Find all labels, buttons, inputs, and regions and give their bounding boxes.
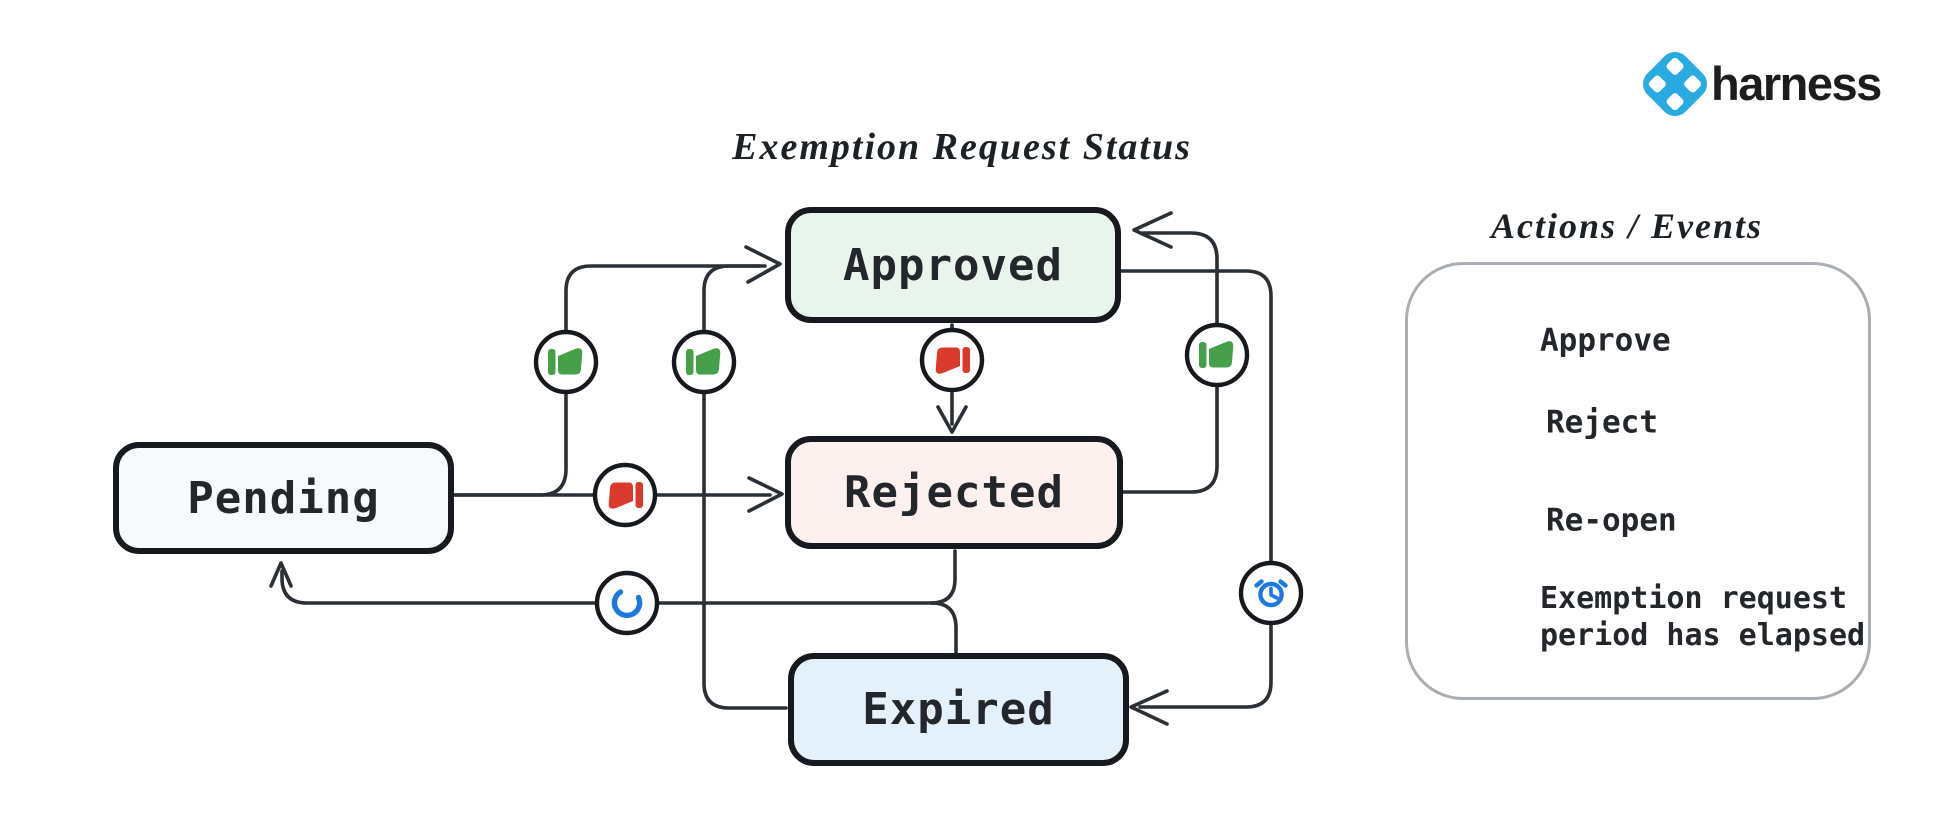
arrowhead-into-expired-right: [1129, 689, 1169, 726]
harness-wordmark: harness: [1711, 57, 1882, 110]
legend-panel: [1405, 262, 1871, 700]
arrowhead-into-approved-right: [1132, 211, 1173, 249]
edge-expired-pending: [930, 601, 958, 654]
legend-label-elapsed-line1: Exemption request: [1540, 581, 1848, 616]
reopen-icon: [594, 570, 660, 636]
legend-label-reopen: Re-open: [1546, 502, 1677, 539]
state-node-expired: Expired: [788, 653, 1129, 766]
edge-rejected-pending: [929, 549, 957, 605]
legend-label-reject: Reject: [1546, 404, 1658, 441]
thumbs-up-icon: [533, 329, 599, 395]
thumbs-down-icon: [592, 462, 658, 528]
state-label-approved: Approved: [843, 239, 1063, 291]
state-node-pending: Pending: [113, 442, 454, 554]
state-node-approved: Approved: [785, 207, 1121, 323]
legend-label-elapsed: Exemption request period has elapsed: [1540, 580, 1865, 654]
state-node-rejected: Rejected: [785, 436, 1123, 549]
legend-label-elapsed-line2: period has elapsed: [1540, 618, 1866, 653]
arrowhead-into-rejected-top: [936, 405, 968, 434]
harness-brand: harness: [1645, 55, 1882, 113]
thumbs-up-icon: [1184, 322, 1250, 388]
diagram-title: Exemption Request Status: [732, 126, 1192, 168]
thumbs-down-icon: [919, 327, 985, 393]
edge-expired-approved: [702, 264, 788, 710]
arrowhead-into-approved-left: [744, 245, 782, 284]
state-label-pending: Pending: [187, 472, 380, 524]
edge-action-badges: [533, 322, 1304, 636]
arrowhead-into-rejected-left: [747, 476, 784, 513]
harness-logo-spacer: [1645, 55, 1705, 113]
thumbs-up-icon: [671, 329, 737, 395]
alarm-clock-icon: [1238, 560, 1304, 626]
state-label-rejected: Rejected: [844, 467, 1064, 518]
edge-reopen-horizontal: [280, 569, 934, 605]
harness-logo-icon: [1643, 52, 1707, 116]
legend-label-approve: Approve: [1540, 322, 1671, 359]
edge-approved-expired: [1119, 269, 1273, 709]
arrowhead-into-pending-bottom: [269, 561, 293, 588]
legend-title: Actions / Events: [1490, 206, 1764, 246]
state-label-expired: Expired: [862, 684, 1055, 735]
